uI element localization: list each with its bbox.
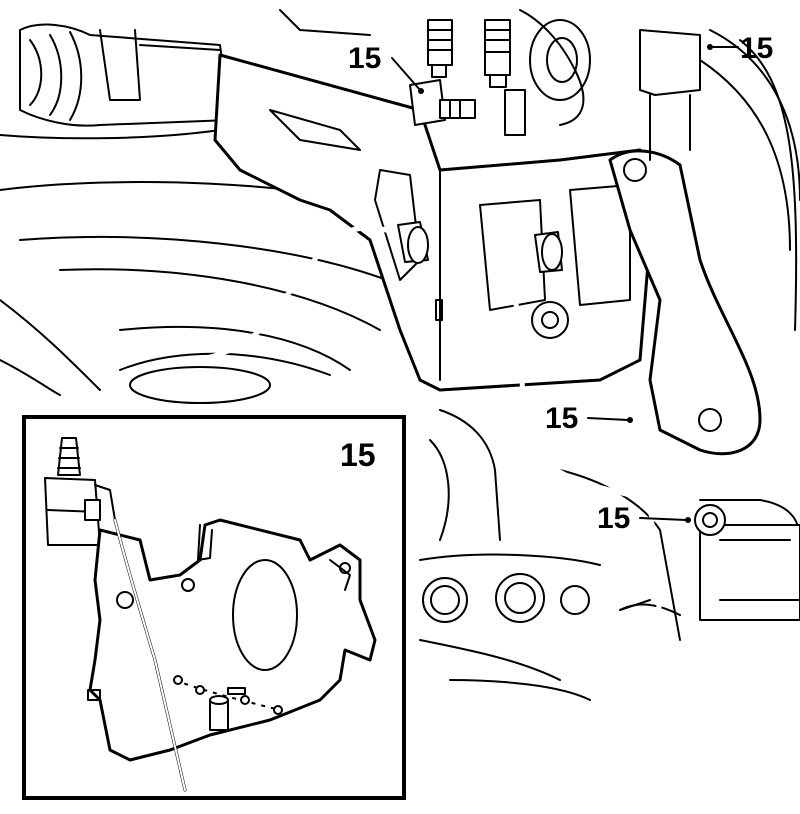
sensor-connector-top [409,19,526,136]
abs-sensor-bracket [213,53,652,392]
sensor-cable [177,221,726,668]
brake-backplate [608,29,762,456]
callout-c3: 15 [545,402,633,435]
sensor-boot [57,437,81,476]
callout-c4: 15 [597,502,691,535]
callout-label: 15 [545,402,578,435]
detail-inset: 15 [22,415,406,800]
background-structure [0,9,800,701]
inset-label: 15 [340,437,376,473]
callout-label: 15 [597,502,630,535]
callout-c2: 15 [707,32,773,65]
callout-c1: 15 [348,42,424,94]
callout-label: 15 [348,42,381,75]
callout-label: 15 [740,32,773,65]
